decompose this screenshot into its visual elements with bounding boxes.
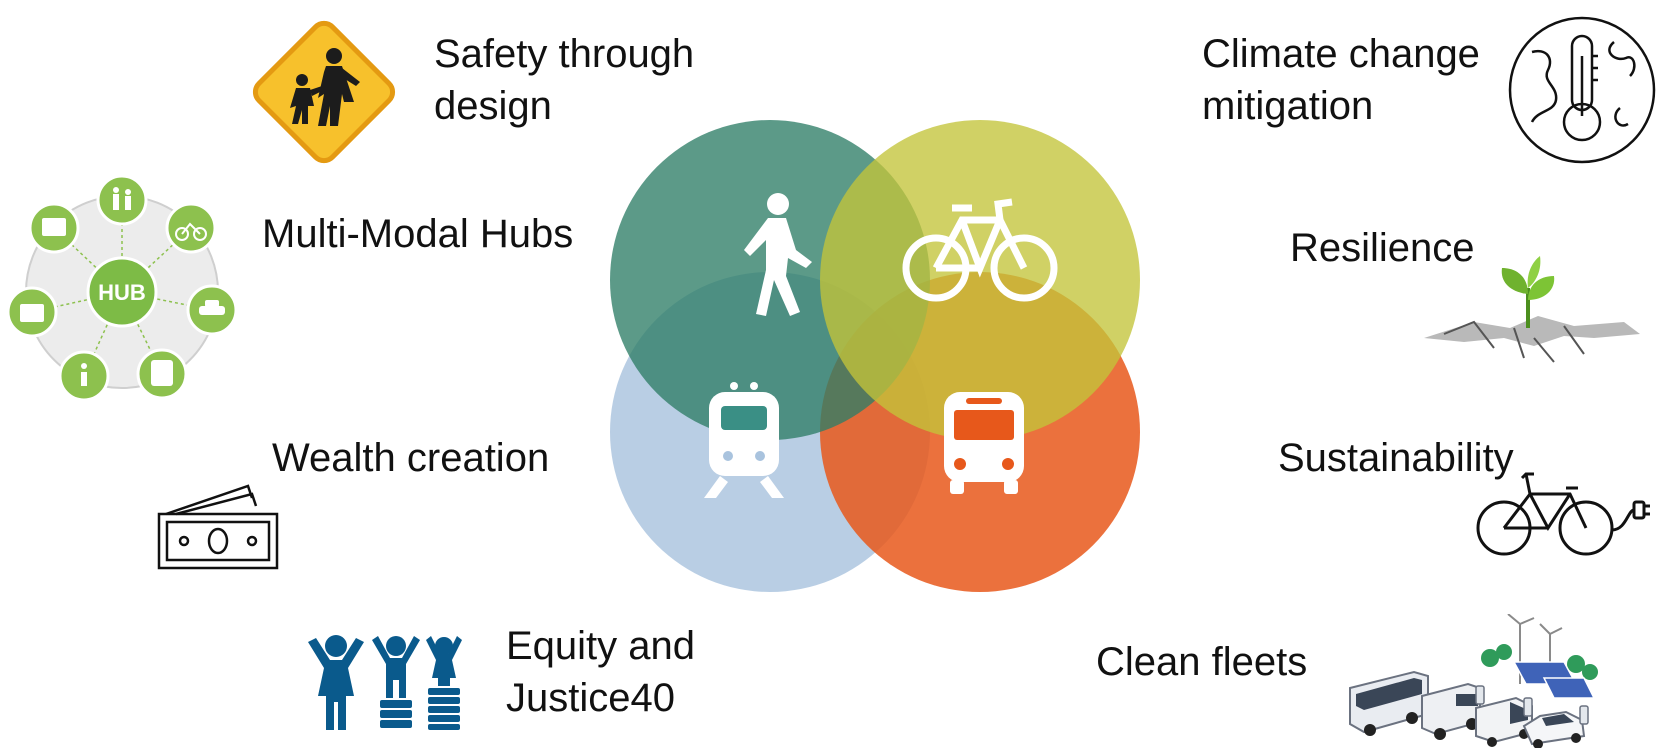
- train-icon: [704, 382, 784, 498]
- label-wealth-creation: Wealth creation: [272, 436, 550, 480]
- school-crossing-sign-icon: [238, 6, 410, 178]
- earth-thermometer-icon: [1502, 12, 1657, 166]
- pedestrian-icon: [744, 193, 812, 316]
- label-resilience: Resilience: [1290, 226, 1475, 270]
- transport-modes-venn-diagram: [600, 80, 1210, 625]
- equity-people-icon: [302, 632, 468, 732]
- multi-modal-hub-icon: HUB: [6, 170, 238, 402]
- label-multi-modal-hubs: Multi-Modal Hubs: [262, 212, 574, 256]
- hub-center-label: HUB: [98, 280, 146, 305]
- money-bill-icon: [156, 482, 282, 572]
- label-clean-fleets: Clean fleets: [1096, 640, 1308, 684]
- label-sustainability: Sustainability: [1278, 436, 1514, 480]
- electric-bike-icon: [1474, 470, 1650, 560]
- label-climate-change-mitigation: Climate change mitigation: [1202, 32, 1480, 128]
- bicycle-icon: [902, 198, 1058, 302]
- bus-icon: [944, 392, 1024, 494]
- venn-circle-cycling: [820, 120, 1140, 440]
- label-safety-through-design: Safety through design: [434, 32, 695, 128]
- sprout-crack-icon: [1414, 238, 1644, 370]
- label-equity-justice40: Equity and Justice40: [506, 624, 696, 720]
- clean-fleet-vehicles-icon: [1344, 613, 1604, 749]
